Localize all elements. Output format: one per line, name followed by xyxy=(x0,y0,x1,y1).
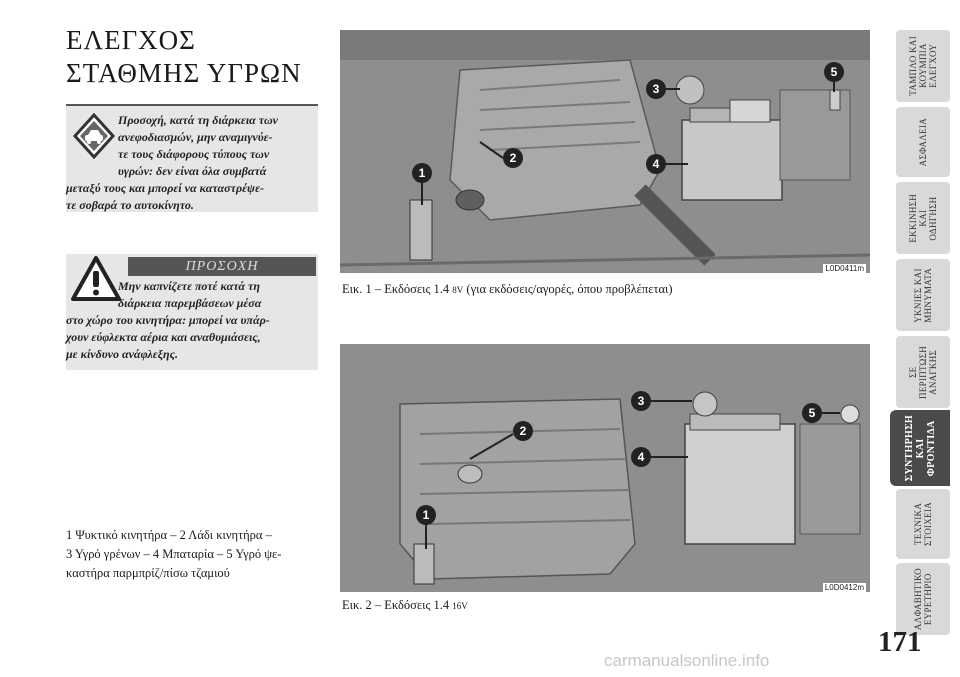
sidebar-tab-dashboard[interactable]: ΤΑΜΠΛΟ ΚΑΙ ΚΟΥΜΠΙΑ ΕΛΕΓΧΟΥ xyxy=(896,30,950,102)
warning-line: στο χώρο του κινητήρα: μπορεί να υπάρ- xyxy=(66,313,270,327)
caution-line: τε τους διάφορους τύπους των xyxy=(118,147,270,161)
callout-marker-3: 3 xyxy=(646,79,680,99)
sidebar-tab-safety[interactable]: ΑΣΦΑΛΕΙΑ xyxy=(896,107,950,177)
svg-text:1: 1 xyxy=(423,508,430,522)
warning-line: διάρκεια παρεμβάσεων μέσα xyxy=(118,296,262,310)
warning-triangle-icon xyxy=(70,254,122,304)
caution-line: ανεφοδιασμών, μην αναμιγνύε- xyxy=(118,130,273,144)
sidebar-tab-maintenance[interactable]: ΣΥΝΤΗΡΗΣΗ ΚΑΙ ΦΡΟΝΤΙΔΑ xyxy=(890,410,950,486)
car-caution-icon xyxy=(72,112,116,160)
tab-label: ΤΑΜΠΛΟ ΚΑΙ ΚΟΥΜΠΙΑ ΕΛΕΓΧΟΥ xyxy=(908,36,938,96)
figure-2-caption: Εικ. 2 – Εκδόσεις 1.4 16V xyxy=(342,598,468,613)
figure-code: L0D0411m xyxy=(823,264,866,273)
callout-marker-2: 2 xyxy=(479,141,523,168)
legend-line: καστήρα παρμπρίζ/πίσω τζαμιού xyxy=(66,566,230,580)
svg-text:1: 1 xyxy=(419,166,426,180)
figure-1-caption: Εικ. 1 – Εκδόσεις 1.4 8V (για εκδόσεις/α… xyxy=(342,282,673,297)
tab-label: ΣΕ ΠΕΡΙΠΤΩΣΗ ΑΝΑΓΚΗΣ xyxy=(908,345,938,399)
title-line-2: ΣΤΑΘΜΗΣ ΥΓΡΩΝ xyxy=(66,58,302,88)
warning-line: Μην καπνίζετε ποτέ κατά τη xyxy=(118,279,260,293)
engine-bay-illustration: 1 2 3 4 5 xyxy=(340,344,870,592)
svg-text:2: 2 xyxy=(510,151,517,165)
callout-marker-4: 4 xyxy=(631,447,688,467)
svg-text:2: 2 xyxy=(520,424,527,438)
svg-text:3: 3 xyxy=(653,82,660,96)
caution-line: μεταξύ τους και μπορεί να καταστρέψε- xyxy=(66,181,264,195)
tab-label: ΥΚΝΙΕΣ ΚΑΙ ΜΗΝΥΜΑΤΑ xyxy=(913,267,933,323)
engine-figure-8v: 1 2 3 4 5 L0D0411m xyxy=(340,30,870,273)
callout-marker-4: 4 xyxy=(646,154,688,174)
caution-line: τε σοβαρά το αυτοκίνητο. xyxy=(66,198,194,212)
legend-line: 3 Υγρό γρένων – 4 Μπαταρία – 5 Υγρό ψε- xyxy=(66,547,282,561)
sidebar-tab-technical-data[interactable]: ΤΕΧΝΙΚΑ ΣΤΟΙΧΕΙΑ xyxy=(896,489,950,559)
tab-label: ΕΚΚΙΝΗΣΗ ΚΑΙ ΟΔΗΓΗΣΗ xyxy=(908,193,938,243)
caution-line: Προσοχή, κατά τη διάρκεια των xyxy=(118,113,278,127)
callout-marker-5: 5 xyxy=(802,403,840,423)
callout-marker-3: 3 xyxy=(631,391,692,411)
caution-text: Προσοχή, κατά τη διάρκεια των ανεφοδιασμ… xyxy=(66,112,316,214)
svg-text:5: 5 xyxy=(831,65,838,79)
callout-marker-1: 1 xyxy=(416,505,436,549)
title-line-1: ΕΛΕΓΧΟΣ xyxy=(66,25,196,55)
sidebar-tab-emergency[interactable]: ΣΕ ΠΕΡΙΠΤΩΣΗ ΑΝΑΓΚΗΣ xyxy=(896,336,950,408)
page-title: ΕΛΕΓΧΟΣ ΣΤΑΘΜΗΣ ΥΓΡΩΝ xyxy=(66,24,326,90)
caution-line: υγρών: δεν είναι όλα συμβατά xyxy=(118,164,267,178)
tab-label: ΣΥΝΤΗΡΗΣΗ ΚΑΙ ΦΡΟΝΤΙΔΑ xyxy=(903,414,937,482)
callout-marker-2: 2 xyxy=(469,421,533,460)
figure-code: L0D0412m xyxy=(822,583,866,592)
svg-text:3: 3 xyxy=(638,394,645,408)
svg-text:4: 4 xyxy=(638,450,645,464)
warning-line: με κίνδυνο ανάφλεξης. xyxy=(66,347,178,361)
callout-marker-1: 1 xyxy=(412,163,432,205)
sidebar-tab-index[interactable]: ΑΛΦΑΒΗΤΙΚΟ ΕΥΡΕΤΗΡΙΟ xyxy=(896,563,950,635)
warning-text: Μην καπνίζετε ποτέ κατά τη διάρκεια παρε… xyxy=(66,278,316,363)
svg-text:4: 4 xyxy=(653,157,660,171)
caption-small: 8V xyxy=(452,285,464,295)
legend-line: 1 Ψυκτικό κινητήρα – 2 Λάδι κινητήρα – xyxy=(66,528,272,542)
tab-label: ΑΣΦΑΛΕΙΑ xyxy=(918,117,928,167)
svg-text:5: 5 xyxy=(809,406,816,420)
warning-line: χουν εύφλεκτα αέρια και αναθυμιάσεις, xyxy=(66,330,261,344)
callout-marker-5: 5 xyxy=(824,62,844,92)
caption-prefix: Εικ. 2 – Εκδόσεις 1.4 xyxy=(342,598,450,612)
caption-suffix: (για εκδόσεις/αγορές, όπου προβλέπεται) xyxy=(466,282,673,296)
tab-label: ΑΛΦΑΒΗΤΙΚΟ ΕΥΡΕΤΗΡΙΟ xyxy=(913,567,933,631)
caption-small: 16V xyxy=(452,601,468,611)
caution-note: Προσοχή, κατά τη διάρκεια των ανεφοδιασμ… xyxy=(66,104,318,212)
engine-bay-illustration: 1 2 3 4 5 xyxy=(340,30,870,273)
tab-label: ΤΕΧΝΙΚΑ ΣΤΟΙΧΕΙΑ xyxy=(913,502,933,546)
warning-header: ΠΡΟΣΟΧΗ xyxy=(128,257,316,276)
sidebar-tab-starting-driving[interactable]: ΕΚΚΙΝΗΣΗ ΚΑΙ ΟΔΗΓΗΣΗ xyxy=(896,182,950,254)
figure-legend: 1 Ψυκτικό κινητήρα – 2 Λάδι κινητήρα – 3… xyxy=(66,526,328,583)
page-number: 171 xyxy=(878,626,922,658)
sidebar-tab-warnings[interactable]: ΥΚΝΙΕΣ ΚΑΙ ΜΗΝΥΜΑΤΑ xyxy=(896,259,950,331)
caption-prefix: Εικ. 1 – Εκδόσεις 1.4 xyxy=(342,282,450,296)
engine-figure-16v: 1 2 3 4 5 L0D0412m xyxy=(340,344,870,592)
watermark: carmanualsonline.info xyxy=(604,651,770,670)
